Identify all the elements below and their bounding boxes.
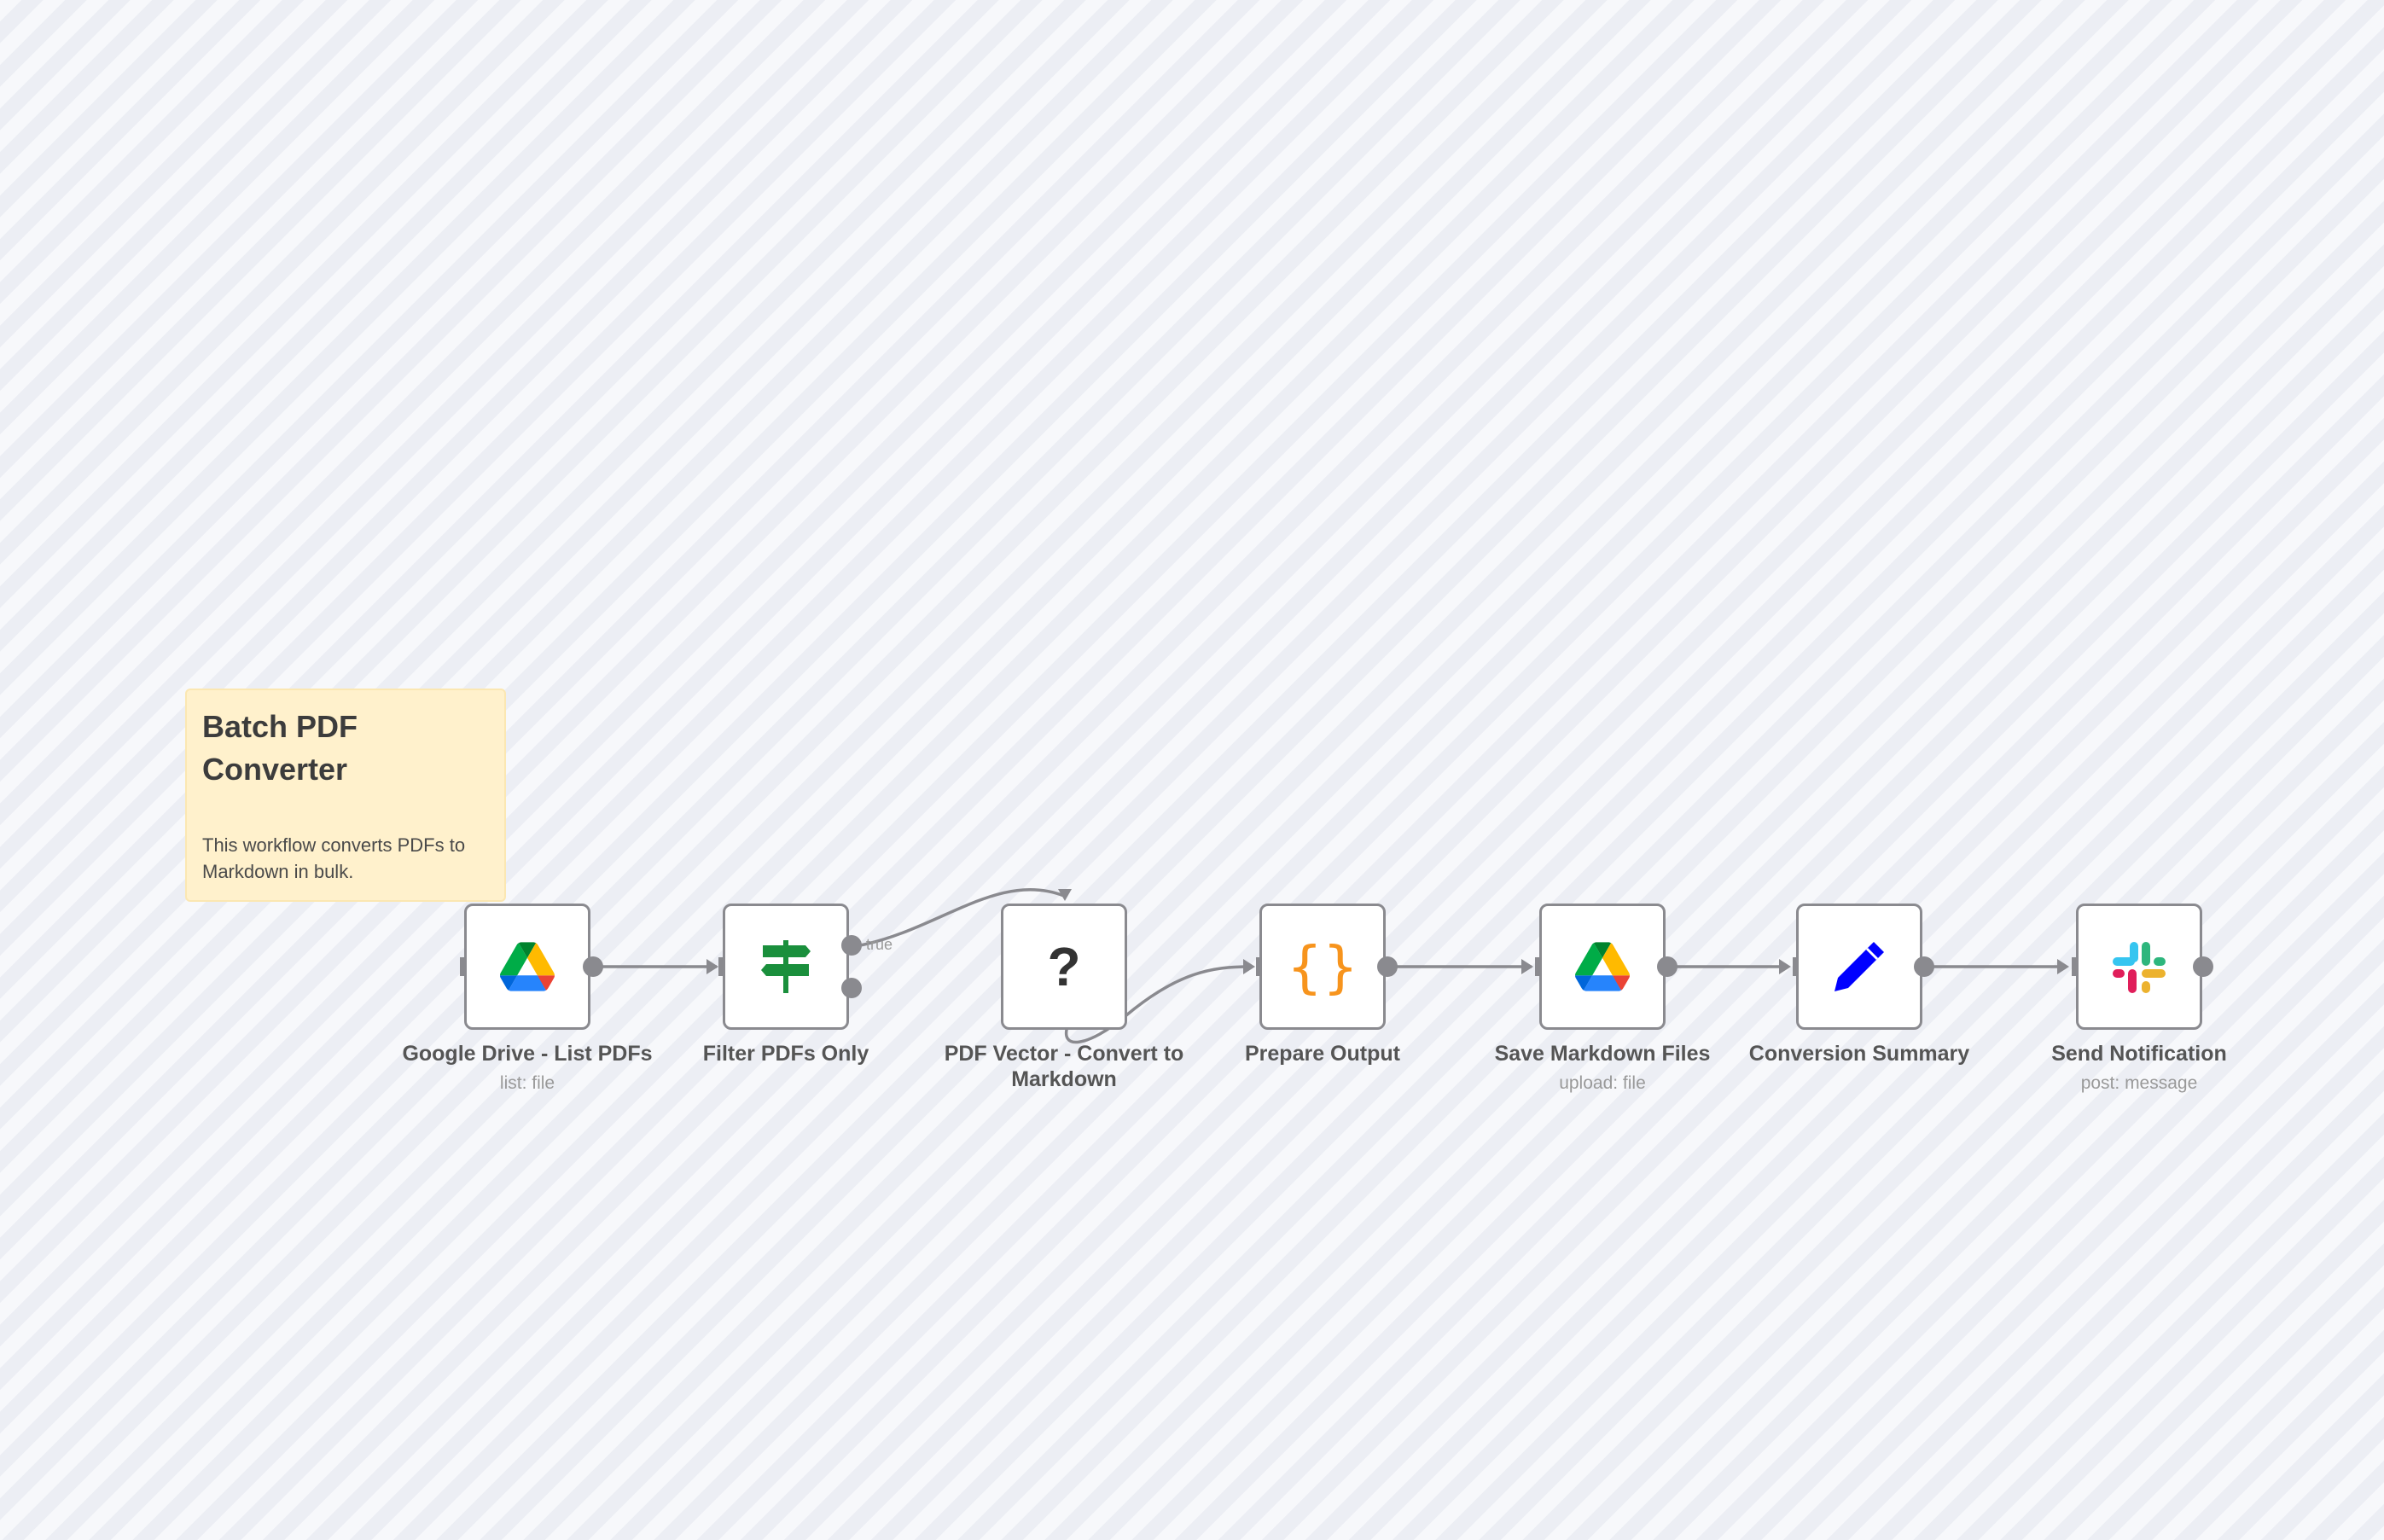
node-filter-pdfs-only[interactable] [723, 904, 849, 1030]
node-label: Google Drive - List PDFs [402, 1042, 653, 1066]
node-subtitle: list: file [499, 1073, 555, 1093]
output-handle[interactable] [583, 956, 603, 977]
output-handle[interactable] [1377, 956, 1398, 977]
input-handle[interactable] [718, 957, 726, 976]
arrow-head [1779, 959, 1791, 974]
google-drive-icon [1575, 942, 1630, 991]
slack-icon [2113, 942, 2166, 993]
node-pdf-vector-convert[interactable]: ? [1001, 904, 1127, 1030]
arrow-head [2057, 959, 2069, 974]
sticky-note-body: This workflow converts PDFs to Markdown … [202, 834, 466, 882]
arrow-head [706, 959, 718, 974]
output-handle[interactable] [1657, 956, 1678, 977]
node-label: Send Notification [2051, 1042, 2227, 1066]
edge-filter-true-to-pdfvector [859, 887, 1065, 947]
node-subtitle: post: message [2080, 1073, 2198, 1093]
arrow-head [1521, 959, 1533, 974]
code-braces-icon: {} [1287, 933, 1358, 1000]
node-label: Save Markdown Files [1494, 1042, 1711, 1066]
pencil-icon [1835, 942, 1884, 991]
node-label: Conversion Summary [1748, 1042, 1970, 1066]
node-prepare-output[interactable]: {} [1259, 904, 1386, 1030]
output-handle-false[interactable] [841, 978, 862, 998]
node-subtitle: upload: file [1559, 1073, 1646, 1093]
node-label: Filter PDFs Only [702, 1042, 869, 1066]
node-google-drive-list-pdfs[interactable] [464, 904, 590, 1030]
question-mark-icon: ? [1047, 936, 1081, 997]
node-save-markdown-files[interactable] [1539, 904, 1666, 1030]
node-label: PDF Vector - Convert to Markdown [944, 1042, 1184, 1091]
signpost-icon [761, 940, 811, 993]
edge-label-true: true [866, 936, 893, 953]
input-handle[interactable] [460, 957, 468, 976]
input-handle[interactable] [1535, 957, 1543, 976]
node-conversion-summary[interactable] [1796, 904, 1922, 1030]
node-label: Prepare Output [1245, 1042, 1400, 1066]
output-handle[interactable] [1914, 956, 1934, 977]
sticky-note-title: Batch PDF Converter [202, 709, 358, 787]
arrow-head [1058, 889, 1072, 901]
output-handle[interactable] [2193, 956, 2213, 977]
output-handle-true[interactable] [841, 935, 862, 956]
arrow-head [1243, 959, 1255, 974]
google-drive-icon [500, 942, 555, 991]
node-send-notification[interactable] [2076, 904, 2202, 1030]
input-handle[interactable] [2072, 957, 2079, 976]
sticky-note[interactable]: Batch PDF Converter This workflow conver… [185, 689, 506, 902]
